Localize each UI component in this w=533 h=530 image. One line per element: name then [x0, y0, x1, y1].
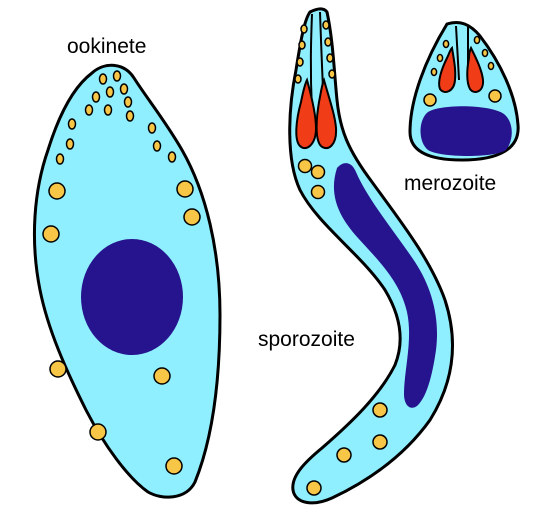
- organelle-dot: [69, 119, 76, 129]
- organelle-dot: [105, 105, 112, 115]
- organelle-dot: [57, 154, 64, 164]
- ookinete-cell: [34, 65, 220, 497]
- organelle-dot: [100, 74, 107, 84]
- organelle-dot: [323, 21, 329, 29]
- organelle-granule: [154, 368, 170, 384]
- organelle-dot: [86, 105, 93, 115]
- organelle-dot: [121, 84, 128, 94]
- organelle-dot: [488, 63, 493, 70]
- organelle-dot: [93, 92, 100, 102]
- ookinete-nucleus: [81, 239, 183, 355]
- sporozoite-label: sporozoite: [258, 329, 355, 350]
- organelle-dot: [301, 25, 307, 33]
- organelle-dot: [67, 139, 74, 149]
- organelle-dot: [127, 111, 134, 121]
- organelle-granule: [49, 183, 65, 199]
- organelle-dot: [114, 71, 121, 81]
- organelle-dot: [431, 69, 436, 76]
- organelle-dot: [474, 37, 479, 44]
- organelle-dot: [325, 38, 331, 46]
- organelle-dot: [437, 55, 442, 62]
- organelle-granule: [90, 424, 106, 440]
- organelle-granule: [50, 361, 66, 377]
- organelle-granule: [424, 94, 436, 106]
- organelle-granule: [312, 166, 325, 179]
- organelle-granule: [177, 181, 193, 197]
- organelle-dot: [107, 87, 114, 97]
- organelle-dot: [443, 41, 448, 48]
- ookinete-label: ookinete: [67, 36, 146, 57]
- organelle-granule: [307, 481, 321, 495]
- organelle-dot: [482, 50, 487, 57]
- merozoite-nucleus: [421, 106, 512, 156]
- organelle-dot: [154, 141, 161, 151]
- organelle-dot: [297, 58, 303, 66]
- organelle-granule: [373, 403, 387, 417]
- merozoite-cell: [410, 23, 518, 161]
- organelle-granule: [373, 435, 387, 449]
- organelle-dot: [169, 152, 176, 162]
- organelle-granule: [312, 186, 325, 199]
- organelle-dot: [125, 97, 132, 107]
- organelle-dot: [299, 41, 305, 49]
- organelle-granule: [299, 160, 312, 173]
- organelle-granule: [43, 226, 59, 242]
- organelle-dot: [329, 70, 335, 78]
- organelle-granule: [489, 90, 501, 102]
- organelle-granule: [337, 448, 351, 462]
- merozoite-label: merozoite: [404, 173, 496, 194]
- organelle-dot: [327, 54, 333, 62]
- organelle-granule: [166, 458, 182, 474]
- organelle-granule: [184, 209, 200, 225]
- organelle-dot: [295, 75, 301, 83]
- organelle-dot: [149, 123, 156, 133]
